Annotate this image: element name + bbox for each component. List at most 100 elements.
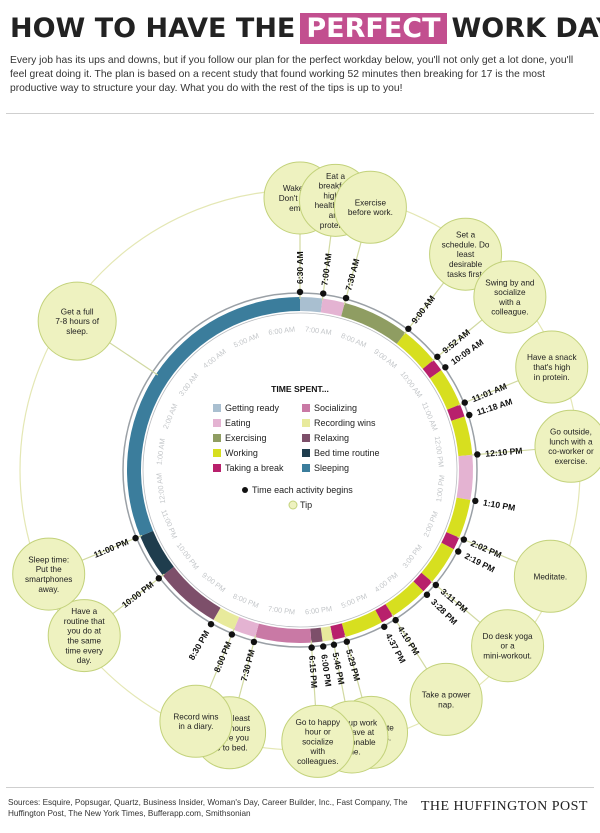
tip-bubble <box>281 704 355 778</box>
tip-text: Sleep time: <box>28 555 69 564</box>
time-marker-dot <box>474 451 481 458</box>
legend-swatch-relaxing <box>302 434 310 442</box>
bottom-divider <box>6 787 594 788</box>
tip-bubble <box>333 170 407 244</box>
time-label-group: 9:00 AM <box>409 293 437 325</box>
legend-marker-label: Time each activity begins <box>252 485 353 495</box>
legend-tip-swatch <box>288 500 298 510</box>
segment-working <box>421 542 454 582</box>
tip-text: Set a <box>456 231 476 240</box>
tip-text: 7-8 hours of <box>55 317 99 326</box>
hour-label-group: 1:00 AM <box>154 438 166 466</box>
time-marker-dot <box>342 294 350 302</box>
segment-relaxing <box>162 566 221 620</box>
legend-label-working: Working <box>225 448 258 458</box>
tip-text: hour or <box>305 728 331 737</box>
tip-text: schedule. Do <box>442 240 490 249</box>
time-marker-dot <box>434 353 441 360</box>
legend-label-exercising: Exercising <box>225 433 267 443</box>
time-marker-dot <box>405 325 412 332</box>
segment-working <box>396 332 434 369</box>
legend-label-relaxing: Relaxing <box>314 433 349 443</box>
time-marker-dot <box>381 623 388 630</box>
time-label-group: 1:10 PM <box>482 497 516 512</box>
inner-ring-line <box>142 312 458 628</box>
segment-eating <box>456 454 473 501</box>
time-marker-dot <box>132 534 139 542</box>
hour-label-group: 6:00 PM <box>304 604 332 616</box>
tip-bubble <box>409 662 483 736</box>
tip-text: day. <box>77 656 92 665</box>
tip-bubble <box>47 599 121 673</box>
time-marker-dot <box>461 399 468 406</box>
segment-getting-ready <box>300 297 323 313</box>
time-marker-dot <box>228 631 236 638</box>
tip-bubble <box>159 684 233 758</box>
hour-label-group: 7:00 PM <box>267 604 295 616</box>
tip-text: time every <box>65 646 104 655</box>
time-marker-dot <box>472 497 479 505</box>
time-label: 8:00 PM <box>212 640 234 674</box>
time-marker-dot <box>455 548 462 555</box>
tip-text: mini-workout. <box>483 652 532 661</box>
time-marker-dot <box>330 641 338 648</box>
tip-text: Put the <box>36 565 62 574</box>
segment-taking-a-break <box>375 604 393 623</box>
tip-bubble <box>471 609 545 683</box>
tip-text: Wake up! <box>283 184 317 193</box>
sources-note: Sources: Esquire, Popsugar, Quartz, Busi… <box>8 798 408 818</box>
tip-text: Eat a <box>326 172 346 181</box>
segment-working <box>446 497 471 538</box>
legend-swatch-recording-wins <box>302 419 310 427</box>
time-label-group: 8:00 PM <box>212 640 234 674</box>
tip-bubble <box>513 539 587 613</box>
intro-paragraph: Every job has its ups and downs, but if … <box>10 55 574 94</box>
time-label-group: 12:10 PM <box>485 446 523 459</box>
time-label-group: 8:30 PM <box>186 629 211 662</box>
hour-label: 7:00 PM <box>267 604 295 616</box>
hour-label-group: 12:00 AM <box>154 472 167 504</box>
tip-text: breakfast <box>319 182 353 191</box>
page-title: HOW TO HAVE THE PERFECT WORK DAY <box>10 6 600 50</box>
legend-label-getting-ready: Getting ready <box>225 403 280 413</box>
legend-swatch-bed-time-routine <box>302 449 310 457</box>
segment-socializing <box>255 623 312 643</box>
time-marker-dot <box>432 581 440 589</box>
hour-label: 6:00 AM <box>268 324 296 336</box>
title-highlight: PERFECT <box>300 12 447 44</box>
legend-title: TIME SPENT... <box>271 384 329 394</box>
time-label: 12:10 PM <box>485 446 523 459</box>
tip-text: with a <box>498 298 521 307</box>
time-label-group: 5:29 PM <box>344 648 362 682</box>
tip-text: before you <box>210 734 249 743</box>
tip-text: Take a power <box>422 691 471 700</box>
time-label-group: 11:00 PM <box>92 537 130 560</box>
time-label: 7:30 AM <box>343 258 361 292</box>
time-label: 10:00 PM <box>120 579 156 610</box>
tip-text: smartphones <box>25 575 72 584</box>
legend-swatch-getting-ready <box>213 404 221 412</box>
tip-text: colleagues. <box>297 757 338 766</box>
hour-label-group: 7:00 AM <box>304 324 332 336</box>
title-after: WORK DAY <box>451 12 600 44</box>
time-marker-dot <box>343 638 351 645</box>
tip-text: Go to happy <box>295 718 341 727</box>
tip-text: exercise. <box>555 457 588 466</box>
legend-swatch-socializing <box>302 404 310 412</box>
segment-taking-a-break <box>413 572 433 592</box>
legend-swatch-sleeping <box>302 464 310 472</box>
tip-text: Record wins <box>173 712 218 721</box>
tip-text: Swing by and <box>485 278 535 287</box>
time-marker-dot <box>320 643 327 650</box>
tip-text: least <box>457 250 475 259</box>
hour-label: 1:00 PM <box>434 474 446 502</box>
tip-text: in a diary. <box>178 722 213 731</box>
tip-text: Meditate. <box>534 572 568 581</box>
legend-tip-label: Tip <box>300 500 312 510</box>
hour-label-group: 12:00 PM <box>433 436 446 468</box>
hour-label-group: 1:00 PM <box>434 474 446 502</box>
segment-working <box>385 581 424 616</box>
tip-text: Go outside, <box>550 428 592 437</box>
